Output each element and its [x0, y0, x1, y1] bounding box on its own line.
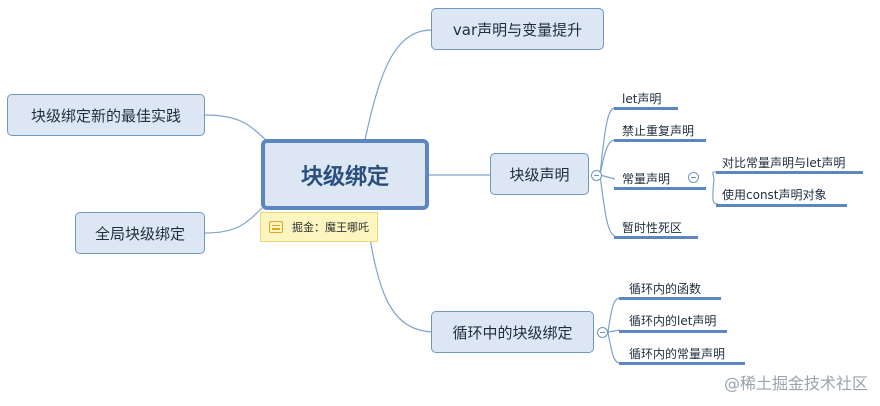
note-icon	[269, 221, 283, 233]
leaf-loop-let-underline	[619, 330, 727, 333]
leaf-compare-const-let[interactable]: 对比常量声明与let声明	[722, 156, 846, 170]
leaf-const-object-underline	[716, 204, 847, 207]
leaf-no-redeclare-underline	[614, 139, 706, 142]
branch-global-block-label: 全局块级绑定	[94, 224, 185, 243]
central-topic-label: 块级绑定	[300, 164, 389, 190]
connector-best-practice	[204, 114, 269, 143]
leaf-compare-underline	[716, 171, 863, 174]
author-note-text: 掘金：魔王哪吒	[292, 221, 369, 234]
branch-global-block[interactable]: 全局块级绑定	[75, 212, 205, 254]
leaf-tdz-underline	[614, 236, 698, 239]
branch-block-declaration-label: 块级声明	[509, 165, 570, 184]
leaf-loop-functions-underline	[619, 297, 721, 300]
branch-block-best-practice[interactable]: 块级绑定新的最佳实践	[7, 94, 205, 136]
connector-let	[599, 107, 616, 176]
connector-loop-const	[607, 331, 621, 364]
connector-const	[599, 174, 616, 180]
connector-var	[364, 29, 433, 141]
collapse-const-icon[interactable]	[688, 172, 699, 183]
leaf-loop-functions[interactable]: 循环内的函数	[629, 282, 702, 296]
collapse-loop-block-icon[interactable]	[597, 327, 608, 338]
branch-var-hoisting[interactable]: var声明与变量提升	[431, 8, 604, 50]
connector-loop-functions	[607, 297, 621, 333]
leaf-const-declaration[interactable]: 常量声明	[622, 172, 671, 186]
leaf-loop-const[interactable]: 循环内的常量声明	[629, 347, 726, 361]
leaf-const-object[interactable]: 使用const声明对象	[722, 188, 827, 202]
watermark: @稀土掘金技术社区	[723, 374, 868, 393]
author-note[interactable]: 掘金：魔王哪吒	[260, 212, 378, 242]
branch-loop-block[interactable]: 循环中的块级绑定	[431, 311, 594, 353]
collapse-block-declaration-icon[interactable]	[591, 170, 602, 181]
leaf-temporal-dead-zone[interactable]: 暂时性死区	[622, 221, 683, 235]
connector-no-redeclare	[599, 139, 616, 176]
connector-loop-let	[607, 329, 621, 333]
connector-loop	[369, 237, 433, 333]
branch-var-hoisting-label: var声明与变量提升	[452, 20, 583, 39]
leaf-const-underline	[614, 187, 706, 190]
leaf-loop-const-underline	[619, 362, 745, 365]
connector-global	[204, 207, 263, 234]
leaf-let-declaration[interactable]: let声明	[622, 92, 662, 106]
leaf-loop-let[interactable]: 循环内的let声明	[629, 314, 717, 328]
connector-object	[712, 178, 719, 205]
branch-block-declaration[interactable]: 块级声明	[490, 153, 589, 195]
leaf-let-underline	[614, 107, 678, 110]
central-topic[interactable]: 块级绑定	[261, 139, 429, 210]
connector-tdz	[599, 174, 616, 237]
branch-loop-block-label: 循环中的块级绑定	[452, 323, 573, 342]
branch-block-best-practice-label: 块级绑定新的最佳实践	[30, 106, 181, 125]
leaf-no-redeclare[interactable]: 禁止重复声明	[622, 124, 695, 138]
